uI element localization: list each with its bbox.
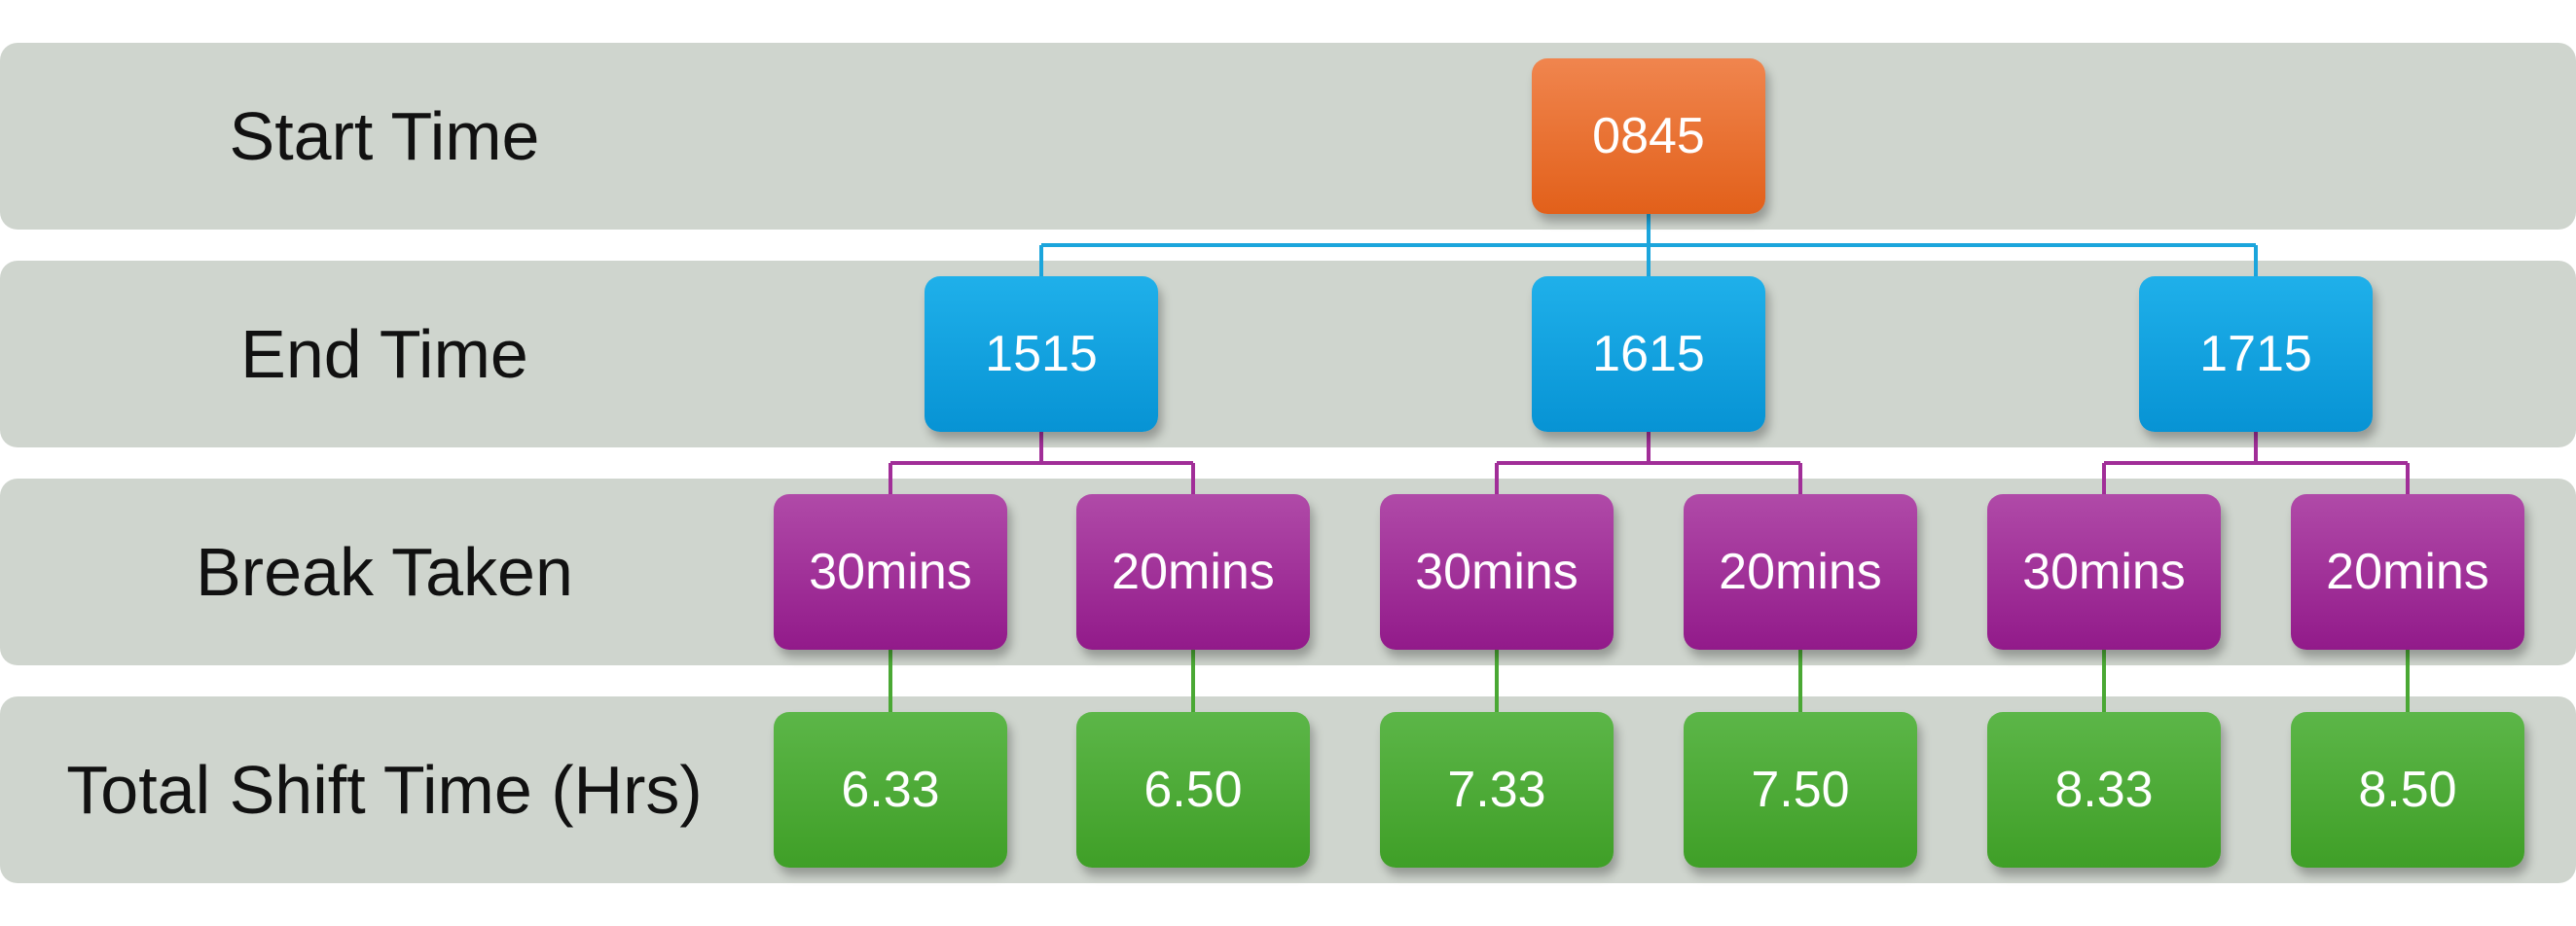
total-node-6: 8.50 [2291,712,2524,868]
break-node-1: 30mins [774,494,1007,650]
end-time-node-1: 1515 [925,276,1158,432]
end-time-node-2: 1615 [1532,276,1765,432]
row-label-start: Start Time [229,98,540,174]
total-node-2: 6.50 [1076,712,1310,868]
row-label-total: Total Shift Time (Hrs) [66,752,703,828]
total-node-3: 7.33 [1380,712,1614,868]
end-connectors [889,432,2410,494]
total-node-5: 8.33 [1987,712,2221,868]
total-node-1: 6.33 [774,712,1007,868]
start-connectors [1039,214,2258,276]
row-label-break: Break Taken [196,534,573,610]
row-band-start [0,43,2576,230]
end-time-node-3: 1715 [2139,276,2373,432]
start-time-node: 0845 [1532,58,1765,214]
break-node-4: 20mins [1684,494,1917,650]
total-node-4: 7.50 [1684,712,1917,868]
row-label-end: End Time [240,316,528,392]
break-node-3: 30mins [1380,494,1614,650]
break-node-6: 20mins [2291,494,2524,650]
break-connectors [889,650,2410,712]
break-node-2: 20mins [1076,494,1310,650]
break-node-5: 30mins [1987,494,2221,650]
